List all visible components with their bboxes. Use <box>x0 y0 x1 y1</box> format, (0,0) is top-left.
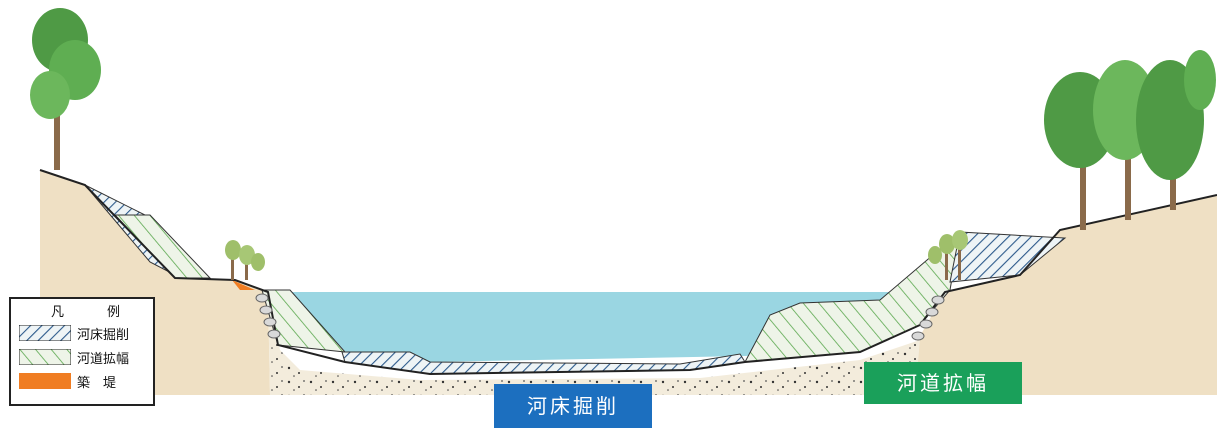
riverbed-excavation-label-bg <box>494 384 652 428</box>
right-riprap-rocks <box>911 295 945 341</box>
channel-widening-label-bg <box>864 362 1022 404</box>
legend: 凡 例 河床掘削 河道拡幅 築 堤 <box>9 297 155 406</box>
river-water <box>288 292 890 362</box>
legend-label-excavation: 河床掘削 <box>77 328 130 343</box>
legend-title-right: 例 <box>107 305 121 320</box>
riverbed-gravel <box>268 292 920 395</box>
riverbed-excavation-label: 河床掘削 <box>527 394 619 418</box>
legend-title-left: 凡 <box>51 305 65 320</box>
left-small-trees-icon <box>225 240 265 280</box>
legend-item-widening: 河道拡幅 <box>19 347 151 367</box>
channel-widening-label: 河道拡幅 <box>897 371 989 395</box>
orange-fill-swatch-icon <box>19 373 71 389</box>
left-embankment <box>232 280 255 290</box>
left-riprap-rocks <box>255 293 281 339</box>
legend-label-embankment: 築 堤 <box>77 376 117 391</box>
riverbed-profile-line <box>39 169 1217 376</box>
green-hatch-swatch-icon <box>19 349 71 365</box>
blue-hatch-swatch-icon <box>19 325 71 341</box>
legend-item-excavation: 河床掘削 <box>19 323 151 343</box>
legend-item-embankment: 築 堤 <box>19 371 151 391</box>
right-bank-ground <box>915 195 1217 395</box>
right-tree-icon <box>1044 50 1216 230</box>
legend-label-widening: 河道拡幅 <box>77 352 130 367</box>
right-small-trees-icon <box>928 230 968 280</box>
left-tree-icon <box>30 8 101 170</box>
